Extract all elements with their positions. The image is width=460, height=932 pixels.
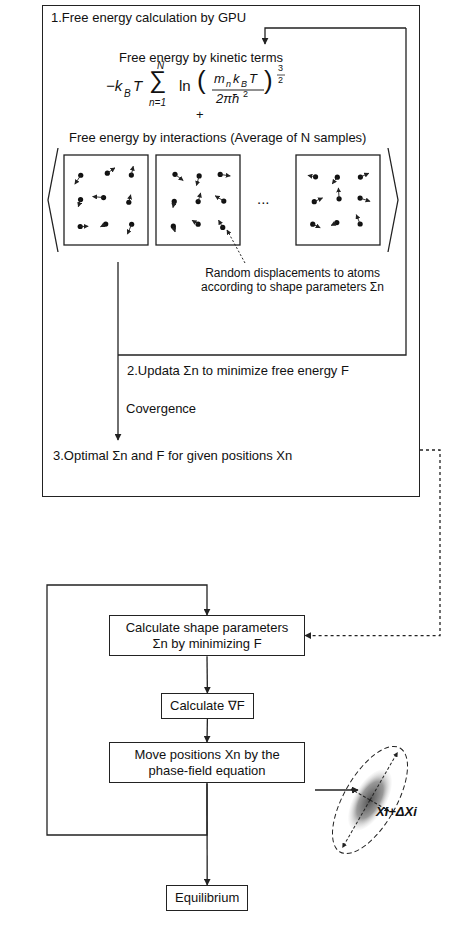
formula-part: ∑	[149, 68, 166, 92]
step-text: 3.Optimal Σn and F for given positions X…	[53, 449, 292, 464]
leader-line	[227, 230, 245, 263]
process-frame: 1.Free energy calculation by GPU Free ene…	[42, 5, 420, 497]
box-text: Equilibrium	[175, 890, 239, 906]
formula-part: 2	[278, 75, 283, 85]
shape-illustration	[315, 735, 423, 865]
loop-lines	[118, 28, 406, 440]
box-text: Move positions Xn by the phase-field equ…	[118, 747, 296, 778]
formula-part: −k	[106, 77, 122, 94]
section-title: 1.Free energy calculation by GPU	[51, 11, 246, 26]
formula-part: ...	[257, 190, 270, 207]
atoms	[75, 166, 370, 234]
process-box: Calculate ∇F	[161, 693, 254, 719]
fraction-bar	[212, 90, 264, 91]
sample-box	[296, 155, 380, 245]
formula-part: +	[196, 108, 204, 123]
formula-part: ln	[179, 77, 191, 94]
box-text: Calculate ∇F	[170, 698, 245, 714]
note-label: Xi+ΔXi	[376, 805, 417, 820]
process-box: Calculate shape parameters Σn by minimiz…	[109, 615, 305, 656]
formula-part: n=1	[149, 97, 166, 109]
flow-arrow	[206, 656, 208, 693]
angle-bracket	[388, 148, 398, 252]
formula-part: 3	[278, 63, 283, 73]
formula-part: B	[124, 88, 131, 100]
note-label: Random displacements to atoms according …	[190, 266, 395, 295]
formula-part: )	[264, 67, 273, 93]
step-text: Covergence	[126, 402, 196, 417]
process-box: Move positions Xn by the phase-field equ…	[109, 742, 305, 783]
formula-part: m	[214, 72, 225, 87]
box-text: Calculate shape parameters Σn by minimiz…	[118, 620, 296, 651]
angle-bracket	[48, 148, 58, 252]
step-text: 2.Updata Σn to minimize free energy F	[127, 364, 349, 379]
formula-part: n	[226, 79, 231, 89]
formula-part: k	[233, 72, 240, 87]
formula-part: 2	[243, 89, 248, 99]
formula-part: 2πħ	[216, 92, 239, 107]
flow-arrow	[206, 719, 208, 742]
process-box: Equilibrium	[166, 885, 248, 911]
sample-box	[64, 155, 148, 245]
formula-part: B	[241, 79, 247, 89]
step-text: Free energy by kinetic terms	[119, 51, 283, 66]
formula-part: (	[197, 67, 206, 93]
formula-part: T	[133, 77, 142, 94]
formula-part: T	[249, 72, 257, 87]
flow-arrow	[206, 783, 207, 885]
step-text: Free energy by interactions (Average of …	[69, 131, 366, 146]
